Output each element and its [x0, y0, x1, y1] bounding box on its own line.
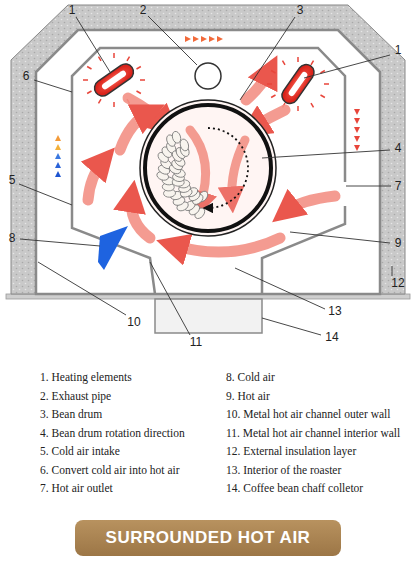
rotation-direction	[208, 128, 248, 208]
banner-text: SURROUNDED HOT AIR	[106, 528, 311, 548]
key-item: 3. Bean drum	[40, 408, 102, 422]
key-item: 12. External insulation layer	[226, 445, 356, 459]
callout-number: 7	[395, 180, 402, 192]
callout-number: 5	[9, 174, 16, 186]
key-item: 13. Interior of the roaster	[226, 464, 341, 478]
hot-air-flow	[88, 70, 335, 252]
key-item: 5. Cold air intake	[40, 445, 120, 459]
key-item: 4. Bean drum rotation direction	[40, 427, 185, 441]
leader-line	[19, 16, 392, 335]
cold-air-arrow	[98, 226, 128, 270]
callout-number: 13	[328, 305, 341, 317]
callout-number: 3	[297, 4, 304, 16]
key-item: 11. Metal hot air channel interior wall	[226, 427, 400, 441]
callout-number: 9	[395, 237, 402, 249]
key-item: 2. Exhaust pipe	[40, 390, 111, 404]
callout-number: 2	[140, 4, 147, 16]
coffee-beans	[156, 130, 210, 220]
key-item: 10. Metal hot air channel outer wall	[226, 408, 390, 422]
outer-metal-wall	[36, 30, 380, 294]
key-item: 14. Coffee bean chaff colletor	[226, 482, 363, 496]
bean-drum	[140, 100, 276, 236]
key-item: 8. Cold air	[226, 371, 275, 385]
callout-number: 14	[325, 331, 338, 343]
insulation-layer	[11, 5, 405, 294]
key-item: 7. Hot air outlet	[40, 482, 113, 496]
interior-metal-wall-right	[262, 206, 345, 294]
callout-number: 8	[9, 232, 16, 244]
key-item: 6. Convert cold air into hot air	[40, 464, 180, 478]
key-item: 9. Hot air	[226, 390, 270, 404]
callout-number: 1	[395, 44, 402, 56]
exhaust-pipe	[195, 63, 221, 89]
callout-number: 12	[391, 277, 404, 289]
callout-number: 6	[23, 70, 30, 82]
callout-number: 11	[190, 336, 202, 348]
interior-metal-wall	[72, 48, 345, 294]
bean-drum-wall	[145, 105, 271, 231]
callout-number: 4	[395, 142, 402, 154]
callout-number: 1	[69, 4, 76, 16]
title-banner: SURROUNDED HOT AIR	[75, 520, 341, 556]
chaff-collector	[155, 299, 262, 333]
key-item: 1. Heating elements	[40, 371, 132, 385]
callout-number: 10	[127, 316, 140, 328]
